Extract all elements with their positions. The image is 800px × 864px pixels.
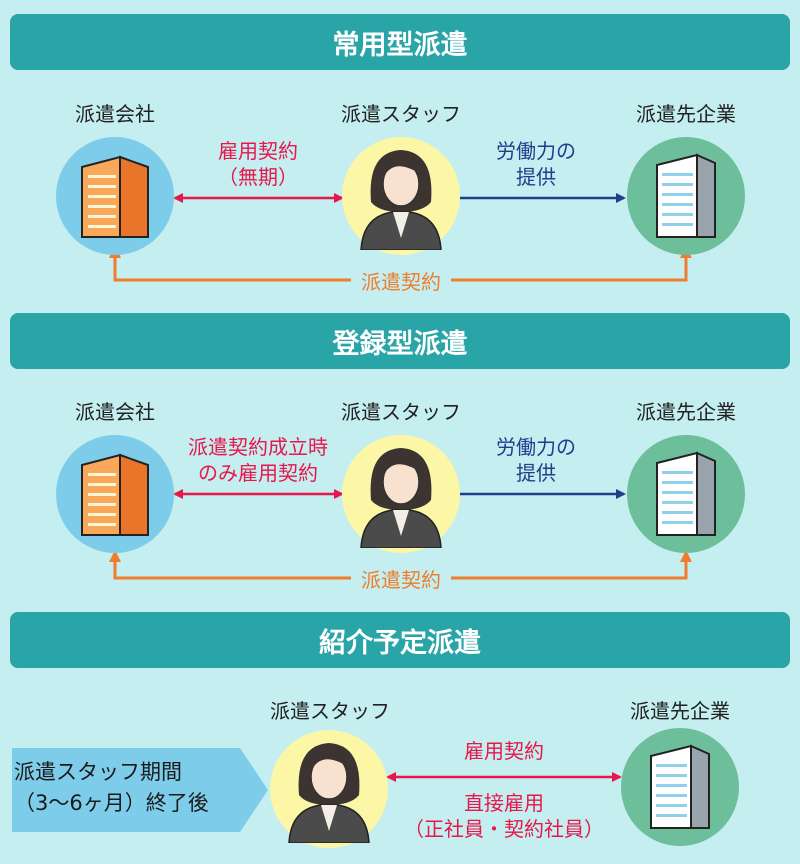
orange-building-icon: [81, 453, 149, 536]
agency-label: 派遣会社: [75, 102, 155, 126]
client-circle: [621, 728, 739, 846]
s2-labor-provision-label: 労働力の 提供: [496, 435, 576, 485]
section-title-shokai-yotei: 紹介予定派遣: [10, 612, 790, 668]
s1-employment-contract-label: 雇用契約 （無期）: [218, 139, 298, 189]
agency-circle: [56, 137, 174, 255]
business-woman-icon: [360, 150, 442, 250]
orange-building-icon: [81, 155, 149, 238]
business-woman-icon: [288, 743, 370, 843]
s3-callout-arrow: [12, 748, 268, 832]
white-building-icon: [656, 451, 716, 536]
s1-labor-provision-label: 労働力の 提供: [496, 139, 576, 189]
s2-dispatch-contract-label: 派遣契約: [351, 564, 451, 593]
staff-circle: [342, 435, 460, 553]
client-label: 派遣先企業: [630, 699, 730, 723]
staff-circle: [342, 137, 460, 255]
staff-circle: [270, 730, 388, 848]
s1-dispatch-contract-label: 派遣契約: [351, 266, 451, 295]
s3-employment-contract-label: 雇用契約: [464, 739, 544, 763]
white-building-icon: [650, 744, 710, 829]
section-title-toroku: 登録型派遣: [10, 313, 790, 369]
client-circle: [627, 435, 745, 553]
agency-circle: [56, 435, 174, 553]
client-circle: [627, 137, 745, 255]
client-label: 派遣先企業: [636, 400, 736, 424]
s3-direct-hire-label: 直接雇用 （正社員・契約社員）: [404, 791, 604, 841]
agency-label: 派遣会社: [75, 400, 155, 424]
business-woman-icon: [360, 448, 442, 548]
staff-period-callout: 派遣スタッフ期間 （3〜6ヶ月）終了後: [14, 760, 209, 815]
staff-label: 派遣スタッフ: [341, 400, 461, 424]
staff-label: 派遣スタッフ: [341, 102, 461, 126]
s2-employment-contract-label: 派遣契約成立時 のみ雇用契約: [188, 435, 328, 485]
section-title-joyo: 常用型派遣: [10, 14, 790, 70]
staff-label: 派遣スタッフ: [270, 699, 390, 723]
white-building-icon: [656, 153, 716, 238]
client-label: 派遣先企業: [636, 102, 736, 126]
